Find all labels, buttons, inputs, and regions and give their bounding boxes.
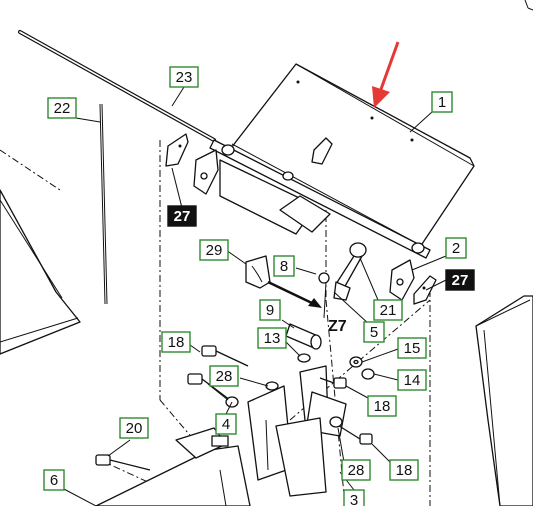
- svg-text:23: 23: [176, 69, 193, 86]
- callout-4: 4: [215, 413, 237, 435]
- svg-text:18: 18: [396, 462, 413, 479]
- thin-rod: [99, 103, 108, 305]
- flap-clip: [311, 137, 333, 165]
- svg-text:14: 14: [404, 372, 421, 389]
- callout-18-upper-left: 18: [161, 331, 191, 353]
- left-side-panel: [0, 189, 81, 355]
- bolt-18-right: [319, 377, 347, 389]
- callout-27-left: 27: [167, 205, 197, 227]
- flap-hinge-shaft: [209, 139, 431, 259]
- svg-text:22: 22: [54, 100, 71, 117]
- callout-2: 2: [445, 237, 467, 259]
- callout-5: 5: [363, 321, 385, 343]
- svg-text:29: 29: [206, 242, 223, 259]
- svg-text:1: 1: [438, 94, 446, 111]
- bushing: [285, 323, 322, 350]
- callout-14: 14: [397, 369, 427, 391]
- callout-18-lower-right: 18: [389, 459, 419, 481]
- svg-text:15: 15: [404, 340, 421, 357]
- z7-pointer-arrow: [267, 280, 322, 308]
- washer-14: [361, 368, 375, 380]
- washer-13: [297, 353, 311, 363]
- svg-text:27: 27: [174, 208, 191, 225]
- callout-28-left: 28: [209, 365, 239, 387]
- callout-18-right: 18: [367, 395, 397, 417]
- callout-9: 9: [259, 299, 281, 321]
- reference-mark-z7: Z7: [328, 318, 347, 335]
- callout-21: 21: [373, 299, 403, 321]
- callout-22: 22: [47, 97, 77, 119]
- svg-text:28: 28: [216, 368, 233, 385]
- hinge-bracket-right: [389, 259, 415, 301]
- deflector-flap: [227, 63, 475, 251]
- svg-text:4: 4: [222, 416, 230, 433]
- indicator-arrow: [372, 41, 400, 108]
- callout-23: 23: [169, 66, 199, 88]
- bolt-20: [95, 454, 151, 471]
- long-rod: [18, 30, 216, 142]
- callout-27-right: 27: [445, 269, 475, 291]
- callout-15: 15: [397, 337, 427, 359]
- callout-6: 6: [43, 469, 65, 491]
- washer-28-lower: [329, 416, 343, 428]
- bolt-18-lower: [335, 423, 373, 445]
- svg-text:28: 28: [348, 462, 365, 479]
- svg-text:21: 21: [380, 302, 397, 319]
- hinge-bracket-left: [193, 149, 219, 195]
- svg-text:6: 6: [50, 472, 58, 489]
- svg-text:8: 8: [280, 258, 288, 275]
- callout-13: 13: [257, 327, 287, 349]
- washer-15: [349, 356, 363, 368]
- callout-8: 8: [273, 255, 295, 277]
- callout-28-right: 28: [341, 459, 371, 481]
- callout-1: 1: [431, 91, 453, 113]
- spring-clip-right: [413, 275, 437, 305]
- svg-text:20: 20: [126, 420, 143, 437]
- bolt-18-upper: [201, 345, 249, 367]
- svg-text:18: 18: [168, 334, 185, 351]
- right-side-panel: [475, 295, 533, 506]
- frame-corner: [524, 0, 533, 11]
- callout-20: 20: [119, 417, 149, 439]
- svg-text:9: 9: [266, 302, 274, 319]
- bolt-18-mid: [187, 373, 231, 401]
- lever-assembly: [318, 242, 367, 319]
- svg-text:13: 13: [264, 330, 281, 347]
- callout-29: 29: [199, 239, 229, 261]
- retaining-clip: [245, 255, 271, 289]
- washer-28-upper: [265, 381, 279, 391]
- callout-3: 3: [343, 489, 365, 506]
- bottom-frame: [95, 427, 251, 506]
- lower-mount-bracket: [247, 385, 327, 497]
- svg-text:5: 5: [370, 324, 378, 341]
- svg-text:27: 27: [452, 272, 469, 289]
- svg-text:18: 18: [374, 398, 391, 415]
- svg-text:3: 3: [350, 492, 358, 506]
- svg-text:2: 2: [452, 240, 460, 257]
- spring-clip-left: [165, 133, 189, 167]
- leader-lines: [61, 86, 447, 506]
